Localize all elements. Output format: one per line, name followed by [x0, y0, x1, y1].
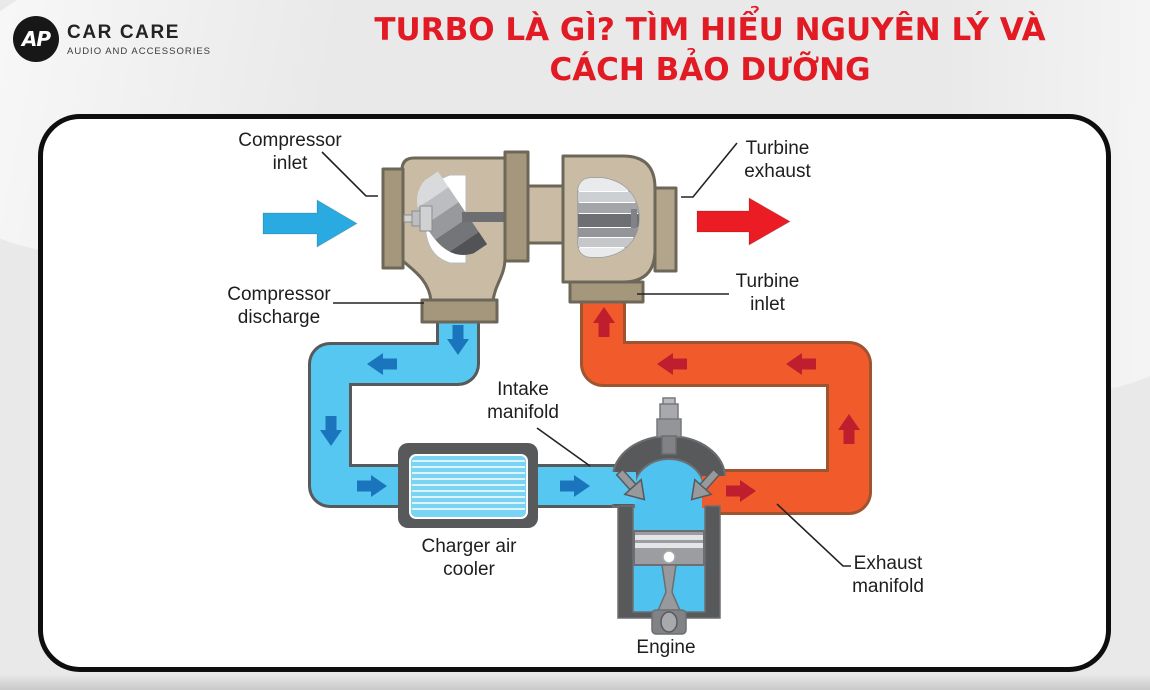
leader-exhaust-manifold	[776, 503, 851, 567]
spark-plug-icon	[656, 397, 682, 455]
turbine-exhaust-arrow-icon	[696, 197, 792, 246]
page-title: TURBO LÀ GÌ? TÌM HIỂU NGUYÊN LÝ VÀ CÁCH …	[374, 12, 1046, 89]
label-turbine-exhaust: Turbine exhaust	[744, 138, 811, 182]
logo-monogram-icon: AP	[13, 16, 59, 62]
label-turbine-inlet: Turbine inlet	[735, 271, 800, 315]
turbocharger	[381, 150, 678, 324]
compressor-backplate-flange	[503, 150, 530, 263]
label-intake-manifold: Intake manifold	[487, 379, 559, 423]
compressor-inlet-flange	[381, 167, 405, 270]
turbine-inlet-flange	[568, 280, 645, 304]
charge-air-cooler	[398, 443, 538, 528]
logo-text: CAR CARE AUDIO AND ACCESSORIES	[67, 22, 211, 57]
bottom-shadow	[0, 674, 1150, 690]
label-compressor-discharge: Compressor discharge	[227, 284, 331, 328]
turbine-exhaust-flange	[653, 186, 678, 273]
label-compressor-inlet: Compressor inlet	[238, 130, 342, 174]
intake-valve-icon	[615, 468, 646, 501]
logo-name: CAR CARE	[67, 21, 181, 43]
engine	[611, 397, 726, 635]
compressor-discharge-flange	[420, 298, 499, 324]
exhaust-valve-icon	[690, 468, 721, 501]
leader-intake-manifold	[536, 427, 591, 467]
label-charger-air-cooler: Charger air cooler	[421, 536, 517, 580]
brand-logo: AP CAR CARE AUDIO AND ACCESSORIES	[13, 16, 211, 62]
bearing-housing	[526, 184, 565, 245]
crankshaft-icon	[651, 609, 687, 635]
piston-icon	[633, 530, 705, 566]
leader-turbine-exhaust	[681, 142, 738, 198]
logo-tagline: AUDIO AND ACCESSORIES	[67, 45, 212, 57]
compressor-inlet-arrow-icon	[262, 199, 358, 248]
label-engine: Engine	[636, 637, 696, 658]
label-exhaust-manifold: Exhaust manifold	[852, 553, 924, 597]
